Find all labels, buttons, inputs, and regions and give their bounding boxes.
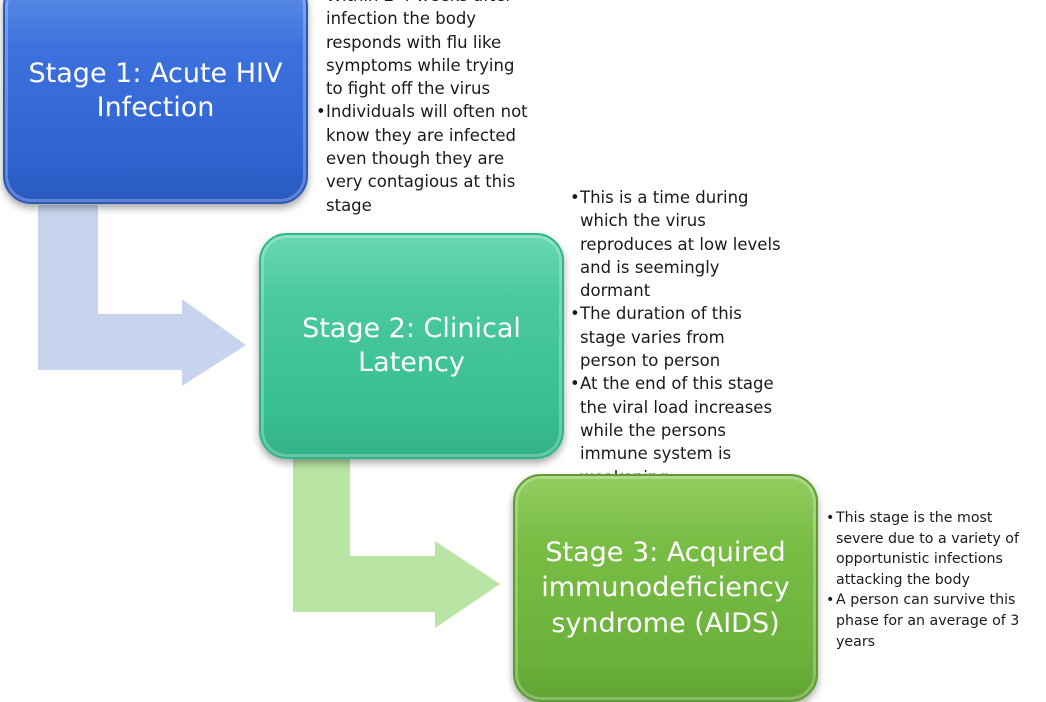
connector-arrow-stage2-to-stage3 (293, 448, 500, 628)
stage-1-box: Stage 1: Acute HIV Infection (3, 0, 308, 204)
stage-3-title: Stage 3: Acquired immunodeficiency syndr… (541, 537, 790, 639)
stage-2-details: •This is a time during which the virus r… (570, 186, 785, 489)
bullet-icon: • (570, 374, 580, 394)
stage-2-bullet: •At the end of this stage the viral load… (570, 372, 785, 488)
stage-2-bullet-text: At the end of this stage the viral load … (580, 374, 774, 486)
stage-1-bullet: •Within 2-4 weeks after infection the bo… (316, 0, 531, 100)
stage-1-details: •Within 2-4 weeks after infection the bo… (316, 0, 531, 217)
bullet-icon: • (316, 102, 326, 122)
bullet-icon: • (316, 0, 326, 7)
connector-arrow-stage1-to-stage2 (38, 205, 246, 386)
stage-1-bullet: •Individuals will often not know they ar… (316, 100, 531, 216)
stage-1-title: Stage 1: Acute HIV Infection (28, 58, 283, 123)
bullet-icon: • (826, 592, 835, 609)
bullet-icon: • (570, 304, 580, 324)
bullet-icon: • (570, 188, 580, 207)
stage-2-title: Stage 2: Clinical Latency (302, 313, 521, 378)
stage-3-bullet-text: A person can survive this phase for an a… (836, 592, 1020, 650)
stage-2-bullet: •This is a time during which the virus r… (570, 186, 785, 302)
stage-2-bullet: •The duration of this stage varies from … (570, 302, 785, 372)
stage-3-box: Stage 3: Acquired immunodeficiency syndr… (513, 474, 818, 702)
stage-connectors (38, 205, 500, 628)
stage-3-bullet: •A person can survive this phase for an … (826, 590, 1041, 652)
stage-2-bullet-text: The duration of this stage varies from p… (580, 304, 742, 371)
stage-1-bullet-text: Individuals will often not know they are… (326, 102, 528, 215)
bullet-icon: • (826, 510, 835, 526)
stage-3-bullet: •This stage is the most severe due to a … (826, 508, 1041, 590)
stage-2-box: Stage 2: Clinical Latency (259, 233, 564, 459)
stage-3-details: •This stage is the most severe due to a … (826, 508, 1041, 652)
stage-2-bullet-text: This is a time during which the virus re… (580, 188, 781, 301)
stage-3-bullet-text: This stage is the most severe due to a v… (836, 510, 1019, 588)
stage-1-bullet-text: Within 2-4 weeks after infection the bod… (326, 0, 515, 99)
